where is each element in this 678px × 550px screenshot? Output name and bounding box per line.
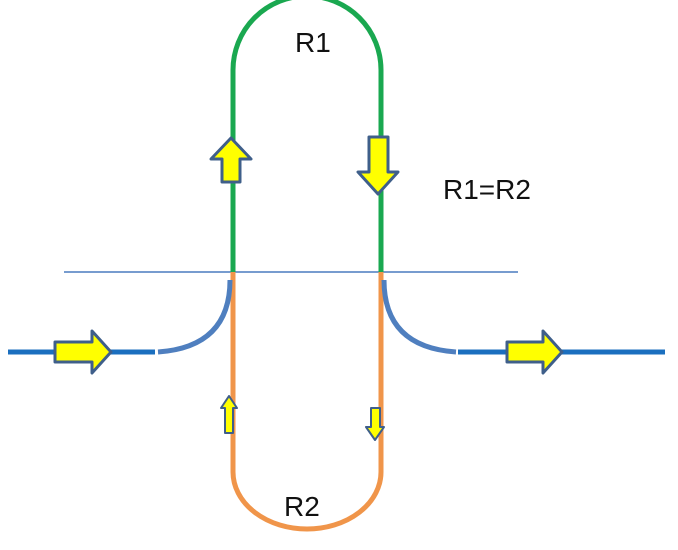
entry-arrow-icon xyxy=(53,329,113,375)
up-arrow-small-icon xyxy=(220,395,238,434)
upper-loop-radius-label: R1 xyxy=(295,27,331,58)
lower-loop-radius-label: R2 xyxy=(284,491,320,522)
entry-curve-track xyxy=(157,279,233,355)
down-arrow-small-icon xyxy=(365,407,385,441)
exit-arrow-icon xyxy=(505,329,564,375)
upper-loop-track xyxy=(230,0,384,272)
up-arrow-large-icon xyxy=(209,136,253,184)
lower-loop-track xyxy=(230,272,384,532)
radius-equation-label: R1=R2 xyxy=(443,174,531,205)
exit-curve-track xyxy=(381,279,457,355)
down-arrow-large-icon xyxy=(356,135,400,196)
